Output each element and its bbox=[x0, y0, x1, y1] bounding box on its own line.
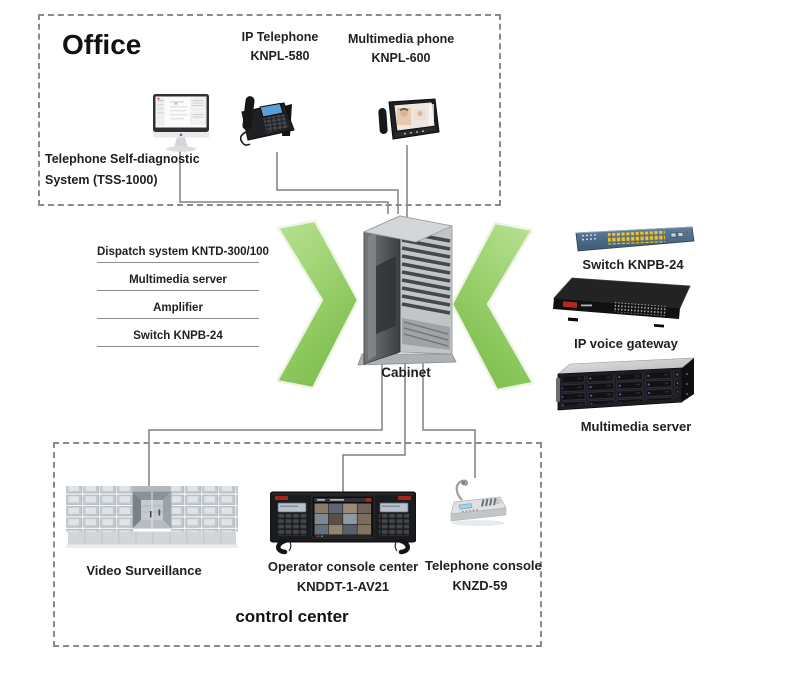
right-pointing-arrow-icon bbox=[275, 219, 360, 390]
ip-phone-icon bbox=[239, 96, 295, 146]
cabinet-icon bbox=[357, 215, 457, 366]
tss-label: Telephone Self-diagnostic System (TSS-10… bbox=[45, 149, 200, 191]
service-item-multimedia-server: Multimedia server bbox=[97, 270, 259, 291]
switch-label: Switch KNPB-24 bbox=[582, 257, 684, 272]
control-center-box bbox=[53, 442, 542, 647]
flow-arrows bbox=[275, 219, 535, 392]
video-surveillance-label: Video Surveillance bbox=[86, 563, 202, 578]
service-item-amplifier: Amplifier bbox=[97, 298, 259, 319]
ip-voice-gateway-icon bbox=[553, 277, 691, 328]
multimedia-server-label: Multimedia server bbox=[580, 419, 692, 434]
telephone-console-model: KNZD-59 bbox=[452, 578, 508, 593]
tss-computer-icon bbox=[153, 94, 209, 152]
multimedia-phone-model: KNPL-600 bbox=[371, 51, 431, 65]
cabinet-label: Cabinet bbox=[381, 365, 431, 380]
operator-console-name: Operator console center bbox=[267, 559, 419, 574]
ip-phone-name: IP Telephone bbox=[241, 30, 319, 44]
multimedia-server-icon bbox=[556, 357, 695, 411]
operator-console-icon bbox=[270, 491, 416, 555]
ip-voice-gateway-label: IP voice gateway bbox=[574, 336, 678, 351]
tss-label-line2: System (TSS-1000) bbox=[45, 173, 158, 187]
left-pointing-arrow-icon bbox=[450, 221, 535, 392]
switch-icon bbox=[575, 226, 695, 252]
operator-console-model: KNDDT-1-AV21 bbox=[296, 579, 390, 594]
multimedia-phone-icon bbox=[378, 98, 440, 140]
operator-console-label: Operator console center KNDDT-1-AV21 bbox=[262, 557, 424, 597]
multimedia-phone-name: Multimedia phone bbox=[348, 32, 455, 46]
service-item-switch: Switch KNPB-24 bbox=[97, 326, 259, 347]
tss-label-line1: Telephone Self-diagnostic bbox=[45, 152, 200, 166]
service-item-dispatch: Dispatch system KNTD-300/100 bbox=[97, 242, 269, 263]
telephone-console-name: Telephone console bbox=[425, 558, 542, 573]
rack-service-list: Dispatch system KNTD-300/100 Multimedia … bbox=[97, 242, 269, 354]
ip-phone-label: IP Telephone KNPL-580 bbox=[228, 28, 332, 66]
office-title: Office bbox=[62, 29, 142, 60]
ip-phone-model: KNPL-580 bbox=[250, 49, 310, 63]
telephone-console-label: Telephone console KNZD-59 bbox=[425, 556, 542, 596]
control-center-title: control center bbox=[235, 607, 349, 626]
video-wall-icon bbox=[66, 486, 238, 549]
office-box bbox=[38, 14, 501, 206]
telephone-console-icon bbox=[450, 479, 507, 526]
multimedia-phone-label: Multimedia phone KNPL-600 bbox=[348, 30, 454, 68]
